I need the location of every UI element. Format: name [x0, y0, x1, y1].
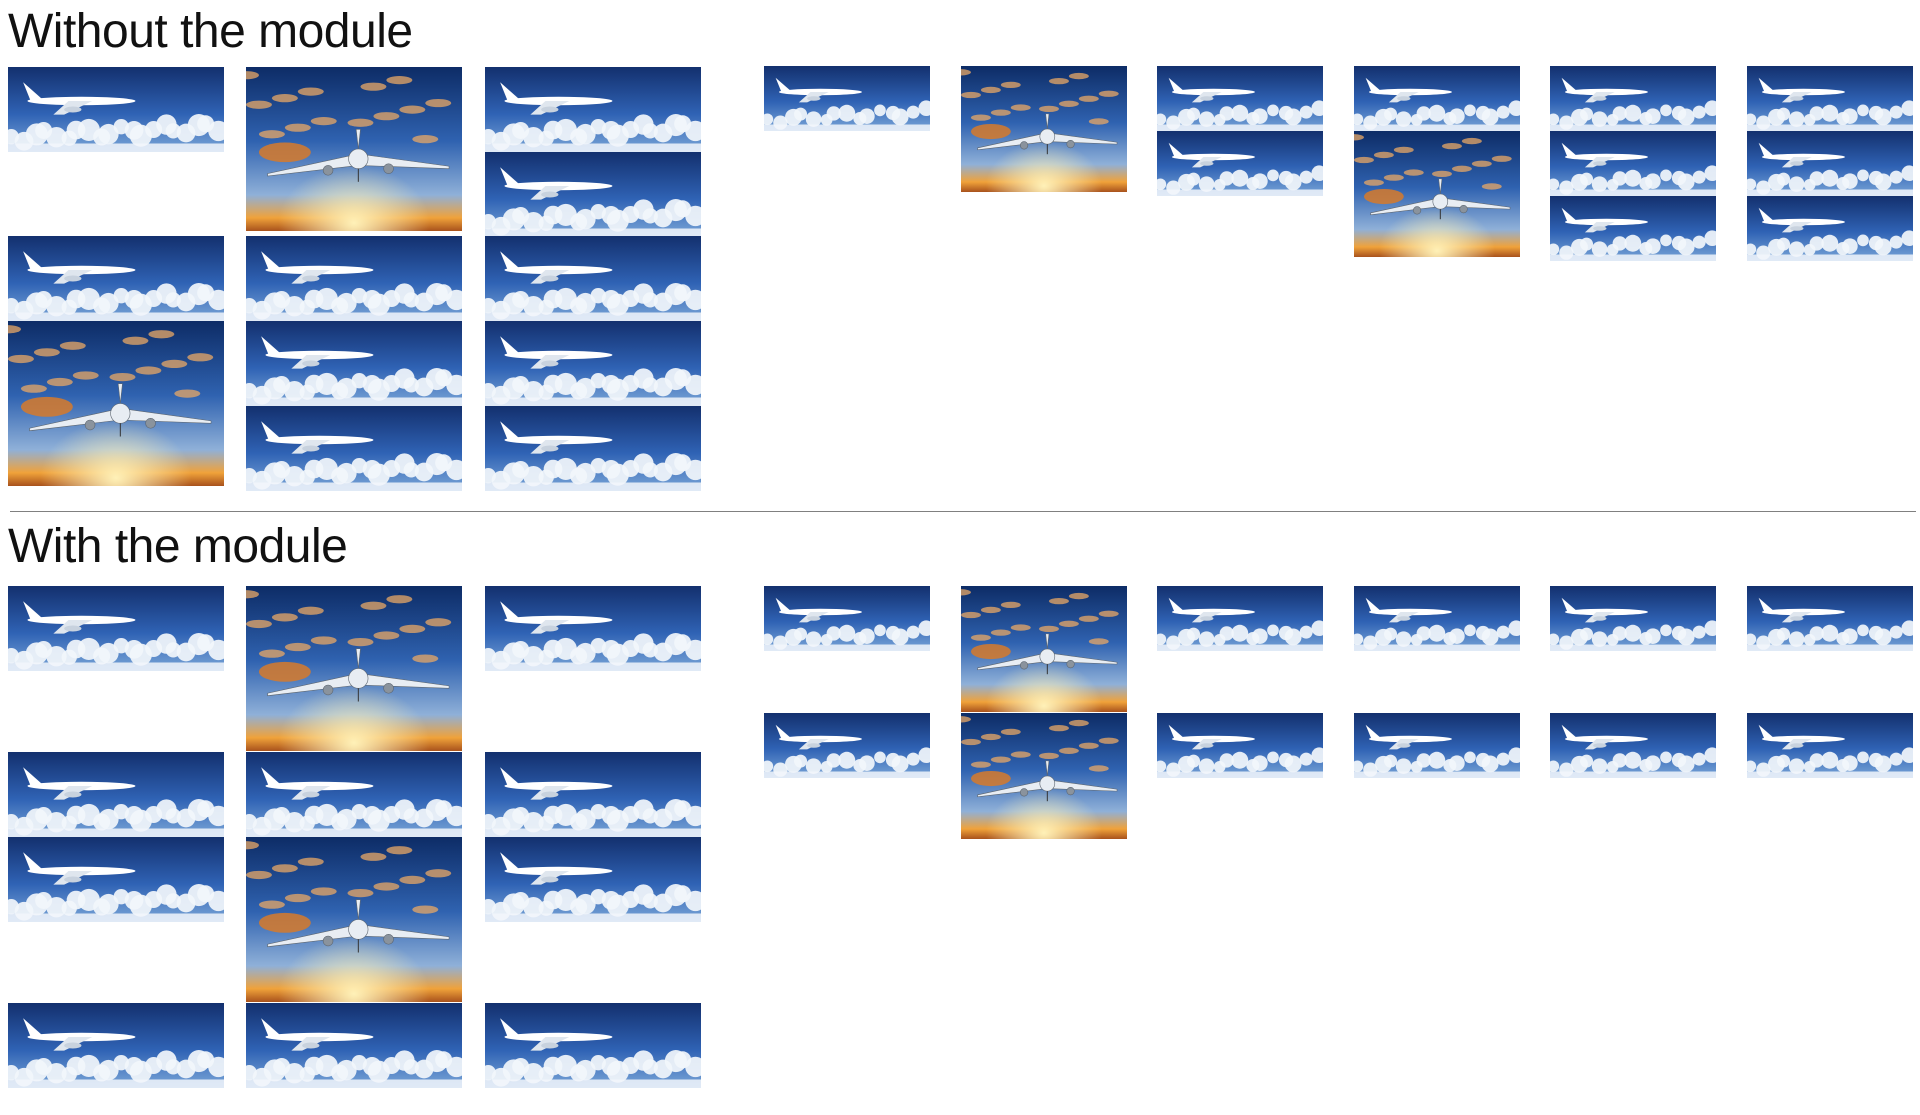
thumbnail-cruise-image	[1550, 131, 1716, 196]
thumbnail-cruise-image	[1747, 713, 1913, 778]
thumbnail-takeoff-image	[246, 586, 462, 751]
thumbnail-cruise-image	[1747, 66, 1913, 131]
thumbnail-takeoff-image	[961, 713, 1127, 839]
thumbnail-cruise-image	[246, 1003, 462, 1088]
thumbnail-takeoff-image	[8, 321, 224, 486]
thumbnail-cruise-image	[764, 713, 930, 778]
thumbnail-cruise-image	[1157, 713, 1323, 778]
thumbnail-cruise-image	[246, 321, 462, 406]
thumbnail-cruise-image	[485, 152, 701, 237]
thumbnail-cruise-image	[8, 67, 224, 152]
thumbnail-cruise-image	[485, 837, 701, 922]
section-title-without-module: Without the module	[8, 5, 413, 58]
thumbnail-cruise-image	[1157, 586, 1323, 651]
thumbnail-cruise-image	[764, 586, 930, 651]
thumbnail-cruise-image	[8, 837, 224, 922]
thumbnail-cruise-image	[485, 236, 701, 321]
thumbnail-cruise-image	[246, 236, 462, 321]
thumbnail-cruise-image	[8, 1003, 224, 1088]
thumbnail-cruise-image	[485, 67, 701, 152]
thumbnail-cruise-image	[485, 752, 701, 837]
thumbnail-cruise-image	[1550, 586, 1716, 651]
thumbnail-cruise-image	[1157, 131, 1323, 196]
section-divider	[10, 511, 1916, 512]
thumbnail-takeoff-image	[961, 586, 1127, 712]
thumbnail-cruise-image	[1354, 66, 1520, 131]
thumbnail-cruise-image	[1354, 586, 1520, 651]
thumbnail-takeoff-image	[246, 837, 462, 1002]
thumbnail-cruise-image	[764, 66, 930, 131]
thumbnail-takeoff-image	[961, 66, 1127, 192]
thumbnail-cruise-image	[485, 321, 701, 406]
thumbnail-cruise-image	[246, 752, 462, 837]
thumbnail-cruise-image	[1354, 713, 1520, 778]
thumbnail-takeoff-image	[246, 67, 462, 231]
thumbnail-cruise-image	[8, 752, 224, 837]
layout-without-module	[0, 0, 1920, 505]
thumbnail-cruise-image	[8, 236, 224, 321]
thumbnail-cruise-image	[485, 1003, 701, 1088]
thumbnail-cruise-image	[1550, 196, 1716, 261]
thumbnail-cruise-image	[485, 406, 701, 491]
thumbnail-cruise-image	[246, 406, 462, 491]
thumbnail-takeoff-image	[1354, 131, 1520, 257]
thumbnail-cruise-image	[1157, 66, 1323, 131]
thumbnail-cruise-image	[1747, 131, 1913, 196]
thumbnail-cruise-image	[8, 586, 224, 671]
thumbnail-cruise-image	[1550, 713, 1716, 778]
thumbnail-cruise-image	[485, 586, 701, 671]
thumbnail-cruise-image	[1747, 196, 1913, 261]
thumbnail-cruise-image	[1747, 586, 1913, 651]
thumbnail-cruise-image	[1550, 66, 1716, 131]
section-title-with-module: With the module	[8, 520, 348, 573]
